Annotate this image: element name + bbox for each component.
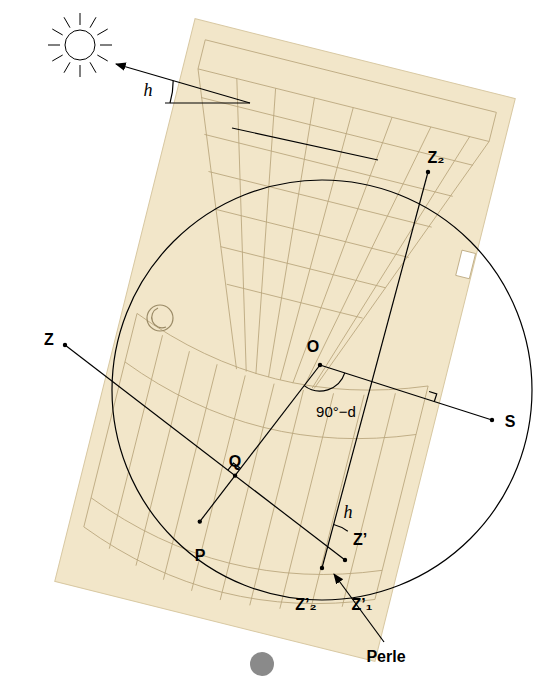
angle-label: h	[144, 81, 153, 99]
sun-ray	[100, 45, 112, 46]
point-dot	[320, 566, 323, 569]
sun-ray	[97, 55, 107, 61]
sun-ray	[64, 62, 70, 72]
point-dot	[318, 363, 321, 366]
sun-ray	[80, 13, 81, 25]
sun-ray	[64, 17, 70, 27]
parallel-line	[232, 128, 378, 160]
point-label: S	[505, 414, 516, 430]
construction	[63, 64, 532, 642]
sun-ray	[48, 45, 60, 46]
point-label: Z	[44, 332, 54, 348]
sun-symbol	[48, 13, 112, 77]
point-dot	[63, 343, 66, 346]
sun-ray	[52, 55, 62, 61]
point-dot	[490, 418, 493, 421]
right-angle-mark	[429, 391, 437, 401]
sun-ray	[52, 29, 62, 35]
sphere-circle	[112, 180, 532, 600]
point-dot	[233, 474, 236, 477]
shadow-line	[322, 172, 428, 568]
point-label: Z₂	[428, 150, 445, 166]
angle-arc	[170, 81, 173, 103]
sun-ray-line	[116, 64, 250, 103]
angle-label: 90°−d	[316, 404, 356, 419]
point-label: Q	[229, 454, 241, 470]
angle-arc	[334, 525, 348, 532]
point-label: Z’₁	[352, 597, 373, 613]
sundial-sheet	[55, 19, 516, 662]
angle-label: h	[344, 503, 353, 521]
callout-label: Perle	[366, 649, 405, 665]
axis-line	[200, 365, 320, 522]
point-dot	[426, 170, 429, 173]
point-dot	[343, 558, 346, 561]
point-dot	[198, 520, 201, 523]
sun-ray	[80, 65, 81, 77]
leader-line	[334, 574, 384, 642]
angle-arc	[304, 373, 345, 391]
sun-ray	[97, 29, 107, 35]
point-label: Z’₂	[295, 597, 316, 613]
moon-symbol	[147, 305, 173, 331]
horizon-line	[165, 102, 250, 103]
pendulum-bead	[250, 652, 274, 676]
zenith-line	[65, 345, 345, 560]
sun-ray	[90, 17, 96, 27]
point-label: P	[195, 548, 206, 564]
point-label: O	[307, 339, 319, 355]
sun-ray	[90, 62, 96, 72]
point-label: Z’	[353, 532, 367, 548]
